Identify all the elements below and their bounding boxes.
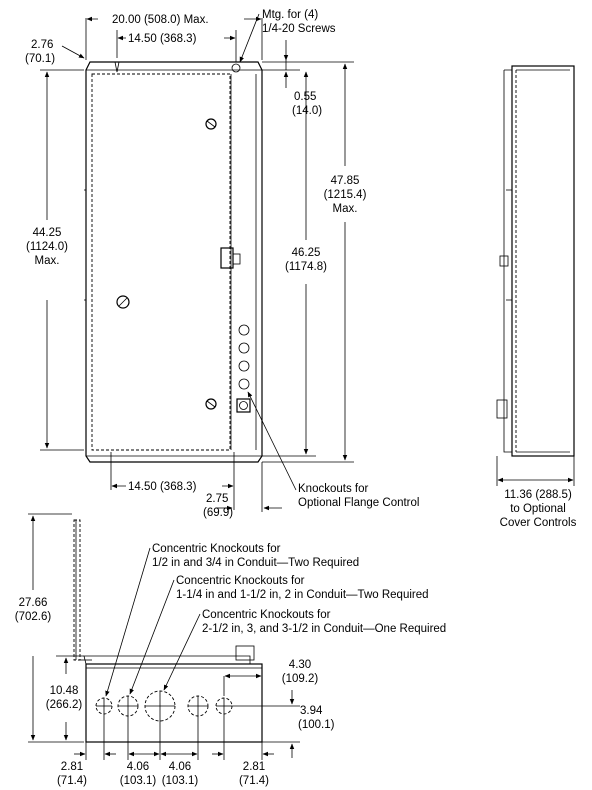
- mtg-leader: [239, 13, 260, 63]
- mounting-tab: [114, 61, 120, 73]
- screw-icon: [205, 398, 217, 410]
- right-offset-mm: (69.9): [203, 507, 233, 519]
- enclosure-outline: [85, 61, 263, 463]
- latch-side-icon: [499, 255, 509, 267]
- front-view: 20.00 (508.0) Max. 14.50 (368.3) Mtg. fo…: [25, 9, 419, 519]
- height-max-suffix: Max.: [35, 255, 60, 267]
- note3-line2: 2-1/2 in, 3, and 3-1/2 in Conduit—One Re…: [202, 623, 446, 635]
- mounting-hole: [231, 63, 241, 73]
- mtg-height-in: 46.25: [292, 247, 321, 259]
- side-outline: [511, 65, 575, 457]
- knockout-icon: [215, 697, 233, 715]
- door-swing-mm: (702.6): [15, 611, 52, 623]
- dim-a-in: 2.81: [61, 761, 83, 773]
- top-offset-mm: (14.0): [292, 105, 322, 117]
- overall-width-label: 20.00 (508.0) Max.: [112, 14, 209, 26]
- bottom-outline: [85, 663, 263, 743]
- dim-d-in: 2.81: [243, 761, 265, 773]
- knockout-icon: [117, 695, 139, 717]
- bottom-view: Concentric Knockouts for 1/2 in and 3/4 …: [15, 513, 446, 787]
- mtg-height-mm: (1174.8): [285, 261, 327, 273]
- knockouts-note-line2: Optional Flange Control: [298, 497, 419, 509]
- left-offset-mm: (70.1): [25, 53, 55, 65]
- control-top-icon: [235, 645, 255, 661]
- height-max-mm: (1124.0): [26, 241, 68, 253]
- overall-height-in: 47.85: [331, 175, 360, 187]
- dim-b-mm: (103.1): [120, 775, 157, 787]
- knockout-icon: [95, 697, 113, 715]
- dim-c-in: 4.06: [169, 761, 191, 773]
- ko-height-mm: (100.1): [298, 719, 335, 731]
- dim-c-mm: (103.1): [162, 775, 199, 787]
- overall-height-mm: (1215.4): [324, 189, 367, 201]
- knob-icon: [116, 295, 130, 309]
- knockout-icon: [187, 695, 209, 717]
- control-side-icon: [496, 399, 508, 419]
- knockout-icon: [238, 378, 250, 390]
- mtg-spacing-top-label: 14.50 (368.3): [128, 33, 197, 45]
- mtg-note-line2: 1/4-20 Screws: [262, 23, 336, 35]
- note3-line1: Concentric Knockouts for: [202, 609, 331, 621]
- depth-in: 10.48: [50, 685, 79, 697]
- knockout-icon: [238, 342, 250, 354]
- overall-height-suffix: Max.: [333, 203, 358, 215]
- dim-a-mm: (71.4): [57, 775, 87, 787]
- note1-line2: 1/2 in and 3/4 in Conduit—Two Required: [152, 557, 359, 569]
- screw-icon: [205, 118, 217, 130]
- ko-height-in: 3.94: [300, 705, 323, 717]
- mtg-note-line1: Mtg. for (4): [262, 9, 318, 21]
- knockout-icon: [238, 360, 250, 372]
- note1-line1: Concentric Knockouts for: [152, 543, 281, 555]
- flange-control-icon: [236, 398, 251, 413]
- right-offset-in: 2.75: [206, 493, 228, 505]
- right-edge-in: 4.30: [289, 659, 311, 671]
- door-swing-outline: [73, 519, 81, 661]
- knockout-icon: [144, 690, 176, 722]
- knockouts-note-line1: Knockouts for: [298, 483, 368, 495]
- side-depth-line2: to Optional: [510, 503, 566, 515]
- dim-d-mm: (71.4): [239, 775, 269, 787]
- side-depth-line1: 11.36 (288.5): [504, 489, 572, 501]
- top-offset-in: 0.55: [294, 91, 316, 103]
- note2-line2: 1-1/4 in and 1-1/2 in, 2 in Conduit—Two …: [176, 589, 429, 601]
- knockout-icon: [238, 324, 250, 336]
- side-view: 11.36 (288.5) to Optional Cover Controls: [496, 65, 577, 529]
- dim-b-in: 4.06: [127, 761, 149, 773]
- door-swing-in: 27.66: [19, 597, 48, 609]
- height-max-in: 44.25: [33, 227, 62, 239]
- mtg-spacing-bottom-label: 14.50 (368.3): [128, 481, 197, 493]
- depth-mm: (266.2): [46, 699, 83, 711]
- side-depth-line3: Cover Controls: [500, 517, 577, 529]
- right-edge-mm: (109.2): [282, 673, 319, 685]
- left-offset-in: 2.76: [31, 39, 53, 51]
- note2-line1: Concentric Knockouts for: [176, 575, 305, 587]
- door-outline: [91, 73, 231, 451]
